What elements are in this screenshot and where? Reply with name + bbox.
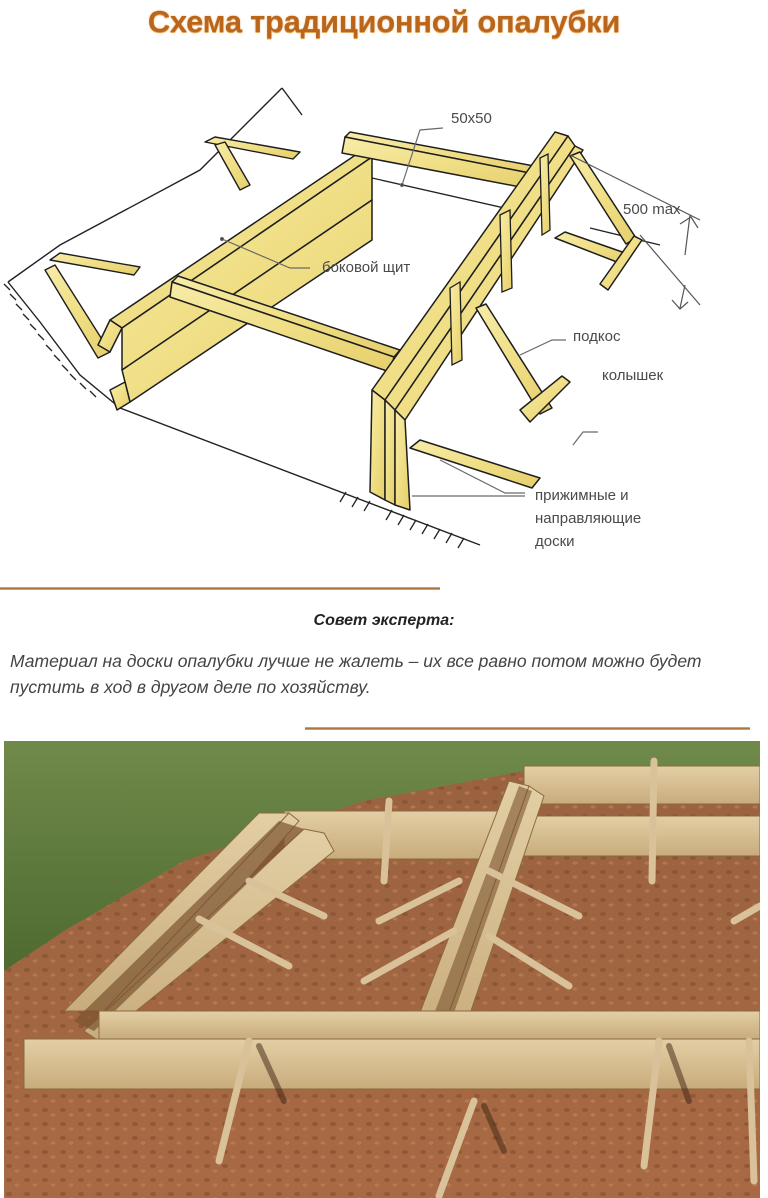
divider-top [0,587,440,590]
side-panel-label: боковой щит [322,259,411,276]
clamping-boards-line-3: доски [535,533,575,550]
clamping-boards-line-2: направляющие [535,510,642,527]
brace-label: подкос [573,328,621,345]
stake-label: колышек [602,367,664,384]
formwork-diagram-drawing [3,87,701,549]
max-height-label: 500 max [623,201,681,218]
page-title: Схема традиционной опалубки [147,4,621,39]
expert-tip-heading: Совет эксперта: [313,612,455,629]
formwork-photo-illustration [4,741,760,1198]
clamping-boards-line-1: прижимные и [535,487,629,504]
expert-tip-text: Материал на доски опалубки лучше не жале… [10,651,702,697]
divider-bottom [305,727,750,730]
clamping-boards-label: прижимные и направляющие доски [535,484,715,553]
beam-size-label: 50х50 [451,110,492,127]
formwork-photo [4,741,760,1198]
formwork-diagram: 50х50 500 max боковой щит подкос колышек… [0,60,768,580]
